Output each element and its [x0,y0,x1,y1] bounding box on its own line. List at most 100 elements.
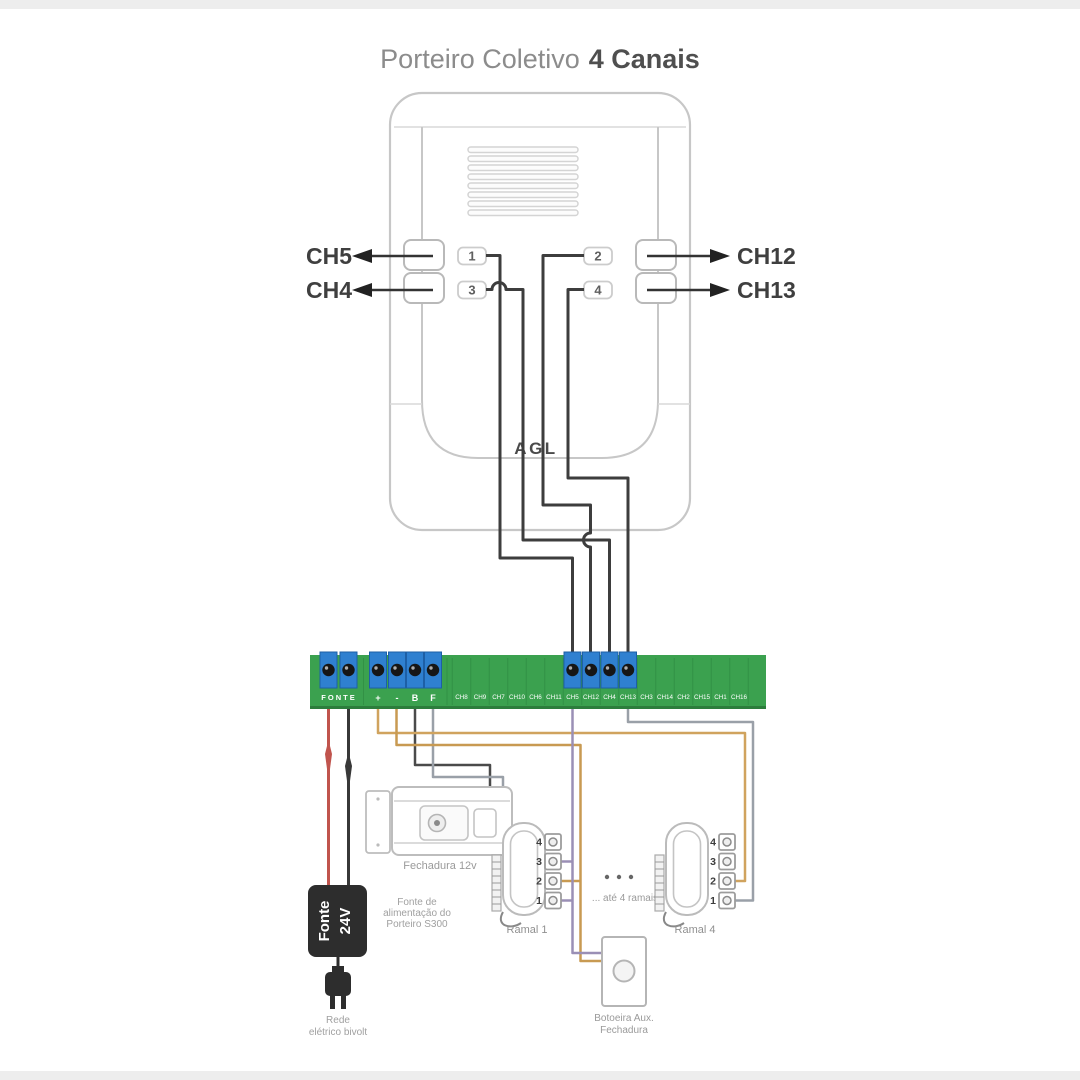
intercom-device: 1 2 3 4 AGL CH5 CH4 CH12 CH13 [306,91,796,532]
top-edge-strip [0,0,1080,9]
hook-stripes [492,861,501,905]
lock-strike-plate [365,790,391,854]
board-label-ch: CH7 [492,694,505,701]
speaker-grille-icon [467,146,579,217]
board-label-plus: + [375,693,380,703]
ch4-arrow-icon [352,283,372,297]
ellipsis-note-label: ... até 4 ramais [592,893,658,904]
board-label-b: B [412,693,419,703]
ramal-1: 4 3 2 1 Ramal 1 [491,822,562,936]
lock-latch [473,808,497,838]
board-label-ch: CH13 [620,694,637,701]
grille-slot [467,209,579,217]
wire-ch13-ramal4 [626,709,755,902]
handset-body [672,830,702,908]
ch4-label: CH4 [306,277,352,303]
field-wiring [325,709,755,963]
terminal-box-3-label: 3 [468,283,475,298]
board-label-ch: CH16 [731,694,748,701]
ramal1-terminals: 4 3 2 1 [536,833,562,910]
grille-slot [467,191,579,199]
aux-button-label-line1: Botoeira Aux. [594,1013,653,1024]
terminal-box-2-label: 2 [594,249,601,264]
grille-slot [467,146,579,154]
terminal-board: FONTE + - B F CH8 CH9 CH7 CH10 CH6 CH11 … [310,651,766,709]
mains-label-line2: elétrico bivolt [309,1027,368,1038]
lock-keyhole-icon [434,820,440,826]
hook-stripes [655,861,664,905]
terminal-screw-glints [324,666,628,670]
power-box-label-1: Fonte [316,901,333,942]
ramal-terminal-label: 4 [536,837,542,849]
handset-body [509,830,539,908]
terminal-screw-icon [722,837,732,847]
button-wires [486,254,630,652]
ramal-terminal-label: 3 [710,856,716,868]
grille-slot [467,200,579,208]
board-label-ch: CH4 [603,694,616,701]
ramal-terminal-label: 2 [710,876,716,888]
ramal-terminal-label: 2 [536,876,542,888]
board-label-ch: CH14 [657,694,674,701]
plug-prong-icon [330,996,335,1009]
device-shell [388,91,692,532]
ellipsis-dot [616,874,622,880]
terminal-screw-icon [548,895,558,906]
ramal4-label: Ramal 4 [675,924,716,936]
board-label-minus: - [396,693,399,703]
power-note-line2: alimentação do [383,908,451,919]
lock-label: Fechadura 12v [403,860,477,872]
ch13-arrow-icon [710,283,730,297]
terminal-screw-icon [548,837,558,847]
grille-slot [467,173,579,181]
board-label-ch: CH3 [640,694,653,701]
push-button-icon [612,959,636,983]
board-label-ch: CH10 [509,694,526,701]
wire-button2-ch12 [541,254,592,652]
power-supply-box [308,885,367,957]
ch12-label: CH12 [737,243,796,269]
ellipsis-dot [628,874,634,880]
handset-cord [500,911,522,928]
ch5-label: CH5 [306,243,352,269]
electric-lock: Fechadura 12v [365,786,513,872]
board-label-ch: CH8 [455,694,468,701]
board-dividers [363,658,749,705]
board-label-ch: CH11 [546,694,562,701]
terminal-box-4-label: 4 [594,283,602,298]
board-label-ch: CH2 [677,694,690,701]
power-note-line1: Fonte de [397,897,437,908]
board-channel-labels: CH8 CH9 CH7 CH10 CH6 CH11 CH5 CH12 CH4 C… [455,694,747,701]
grille-slot [467,164,579,172]
splice-connector-icon [345,752,352,792]
ramal-terminal-label: 1 [536,895,542,907]
side-button-ch13 [635,272,677,304]
terminal-screw-icon [722,895,732,906]
power-note-line3: Porteiro S300 [386,919,448,930]
terminal-screw-icon [548,876,558,886]
board-label-f: F [430,693,436,703]
aux-door-button: Botoeira Aux. Fechadura [594,936,654,1036]
terminal-screw-icon [548,856,558,867]
terminal-box-1-label: 1 [468,249,475,264]
wire-button4-ch13 [566,288,630,652]
ramal-terminal-label: 3 [536,856,542,868]
grille-slot [467,182,579,190]
more-ramais-note: ... até 4 ramais [592,874,658,904]
splice-connector-icon [325,740,332,780]
power-supply: Fonte 24V Fonte de alimentação do Portei… [308,885,451,1038]
wire-button3-ch4 [486,281,611,652]
plug-body-icon [325,972,351,996]
board-label-ch: CH1 [714,694,727,701]
ramal4-terminals: 4 3 2 1 [710,833,736,910]
grille-slot [467,155,579,163]
wire-button1-ch5 [486,254,574,652]
plug-neck [332,966,344,974]
side-button-ch4 [403,272,445,304]
board-label-ch: CH6 [529,694,542,701]
board-label-ch: CH15 [694,694,711,701]
ch12-arrow-icon [710,249,730,263]
device-front-panel [421,127,659,459]
